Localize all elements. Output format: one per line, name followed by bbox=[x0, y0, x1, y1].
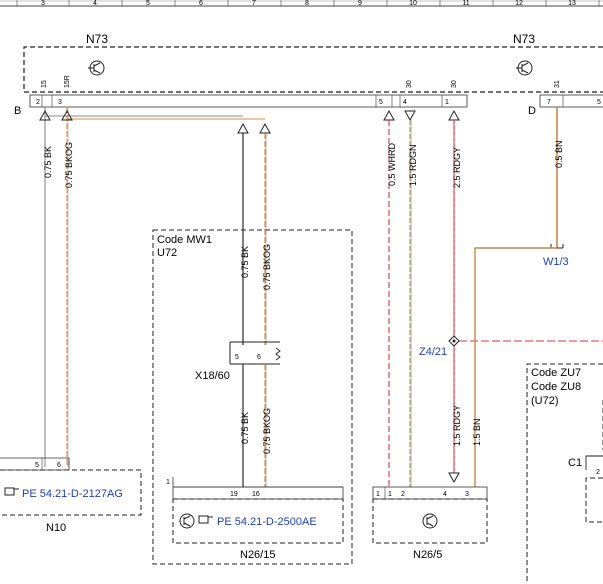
col-9: 9 bbox=[358, 0, 362, 7]
n26-5-pin-2: 2 bbox=[401, 491, 405, 498]
n26-5-pin-1: 1 bbox=[376, 491, 380, 498]
c1-component[interactable]: C1 2 bbox=[568, 455, 603, 523]
col-3: 3 bbox=[41, 0, 45, 7]
code-mw1-box[interactable]: Code MW1 U72 bbox=[152, 229, 353, 565]
col-7: 7 bbox=[252, 0, 256, 7]
col-5: 5 bbox=[146, 0, 150, 7]
wire-label-rdgy: 2.5 RDGY bbox=[452, 147, 462, 188]
code-zu-u72: (U72) bbox=[531, 395, 559, 407]
wire-label-center-bk: 0.75 BK bbox=[240, 246, 250, 278]
n10-ref-link[interactable]: PE 54.21-D-2127AG bbox=[22, 488, 123, 500]
col-10: 10 bbox=[409, 0, 417, 7]
n26-15-ref-link[interactable]: PE 54.21-D-2500AE bbox=[217, 516, 317, 528]
n10-module[interactable]: 5 6 PE 54.21-D-2127AG N10 bbox=[0, 457, 142, 534]
w1-3-label: W1/3 bbox=[543, 256, 569, 268]
col-11: 11 bbox=[462, 0, 469, 7]
wire-label-lower-bk: 0.75 BK bbox=[240, 412, 250, 444]
splice-z4-21[interactable]: Z4/21 bbox=[419, 335, 603, 358]
column-header: 3 4 5 6 7 8 9 10 11 12 13 bbox=[0, 0, 603, 7]
n10-label: N10 bbox=[46, 522, 66, 534]
c1-pin-2: 2 bbox=[596, 469, 600, 476]
c1-label: C1 bbox=[568, 457, 582, 469]
pin-30b: 30 bbox=[451, 80, 458, 88]
n26-5-pin-3: 3 bbox=[465, 491, 469, 498]
hand-pointer-icon-n26-15 bbox=[198, 515, 213, 524]
code-zu-box[interactable]: Code ZU7 Code ZU8 (U72) bbox=[526, 363, 603, 584]
n73-module[interactable]: N73 N73 bbox=[23, 32, 603, 93]
wire-label-lower-rdgy: 1.5 RDGY bbox=[452, 405, 462, 446]
col-4: 4 bbox=[93, 0, 97, 7]
wire-label-0-75-bkog: 0.75 BKOG bbox=[64, 142, 74, 188]
n10-pin-5: 5 bbox=[35, 462, 39, 469]
x18-60-label: X18/60 bbox=[195, 370, 230, 382]
wire-label-rdgn: 1.5 RDGN bbox=[408, 144, 418, 186]
pin-15: 15 bbox=[41, 80, 48, 88]
arrow-markers-b bbox=[39, 109, 460, 134]
n26-5-label: N26/5 bbox=[413, 549, 442, 561]
wire-label-center-bkog: 0.75 BKOG bbox=[262, 244, 272, 290]
b-pin-4: 4 bbox=[403, 99, 407, 106]
d-pin-7: 7 bbox=[547, 99, 551, 106]
x18-pin-6: 6 bbox=[257, 354, 261, 361]
code-zu8: Code ZU8 bbox=[531, 381, 581, 393]
connector-d[interactable]: D 7 5 bbox=[528, 94, 603, 117]
n73-transistor-icon-left bbox=[88, 60, 105, 76]
code-mw1-title: Code MW1 bbox=[157, 234, 212, 246]
col-6: 6 bbox=[199, 0, 203, 7]
transistor-icon-n26-15 bbox=[179, 513, 195, 529]
hand-pointer-icon bbox=[4, 487, 19, 496]
d-pin-5: 5 bbox=[597, 99, 601, 106]
wire-label-0-75-bk: 0.75 BK bbox=[43, 146, 53, 178]
n26-15-pin-16: 16 bbox=[252, 491, 260, 498]
wire-label-1-5-bn: 1.5 BN bbox=[472, 418, 482, 446]
z4-21-label: Z4/21 bbox=[419, 346, 447, 358]
n10-pin-6: 6 bbox=[57, 462, 61, 469]
arrow-rdgy-n26-5 bbox=[448, 472, 460, 484]
wire-1-5-bn bbox=[474, 247, 557, 487]
pin-31: 31 bbox=[554, 80, 561, 88]
x18-pin-5: 5 bbox=[235, 354, 239, 361]
pin-15r: 15R bbox=[64, 75, 71, 88]
n73-label-left: N73 bbox=[86, 32, 108, 46]
n26-15-pin-1: 1 bbox=[166, 479, 170, 486]
col-13: 13 bbox=[568, 0, 576, 7]
code-zu7: Code ZU7 bbox=[531, 367, 581, 379]
n73-transistor-icon-right bbox=[516, 60, 533, 76]
n26-15-label: N26/15 bbox=[240, 549, 275, 561]
connector-x18-60[interactable]: 5 6 X18/60 bbox=[195, 341, 281, 382]
col-8: 8 bbox=[305, 0, 309, 7]
n73-label-right: N73 bbox=[513, 32, 535, 46]
b-pin-2: 2 bbox=[36, 99, 40, 106]
wire-label-0-5-bn: 0.5 BN bbox=[554, 140, 564, 168]
b-pin-5: 5 bbox=[379, 99, 383, 106]
n26-5-pin-1b: 1 bbox=[388, 491, 392, 498]
wire-label-whrd: 0.5 WHRD bbox=[387, 142, 397, 186]
n26-5-pin-4: 4 bbox=[443, 491, 447, 498]
n26-5-module[interactable]: 1 1 2 4 3 N26/5 bbox=[372, 486, 488, 561]
col-12: 12 bbox=[515, 0, 523, 7]
n26-15-module[interactable]: 1 19 16 PE 54.21-D-2500AE N26/15 bbox=[166, 477, 344, 561]
n26-15-pin-19: 19 bbox=[230, 491, 238, 498]
shield-icon bbox=[275, 347, 281, 361]
transistor-icon-n26-5 bbox=[422, 513, 438, 529]
pin-30a: 30 bbox=[406, 80, 413, 88]
row-d-label: D bbox=[528, 105, 536, 117]
b-pin-3: 3 bbox=[58, 99, 62, 106]
connector-b[interactable]: B 2 3 5 4 1 bbox=[14, 94, 468, 117]
b-pin-1: 1 bbox=[445, 99, 449, 106]
row-b-label: B bbox=[14, 105, 21, 117]
wire-label-lower-bkog: 0.75 BKOG bbox=[262, 408, 272, 454]
code-mw1-sub: U72 bbox=[157, 247, 177, 259]
